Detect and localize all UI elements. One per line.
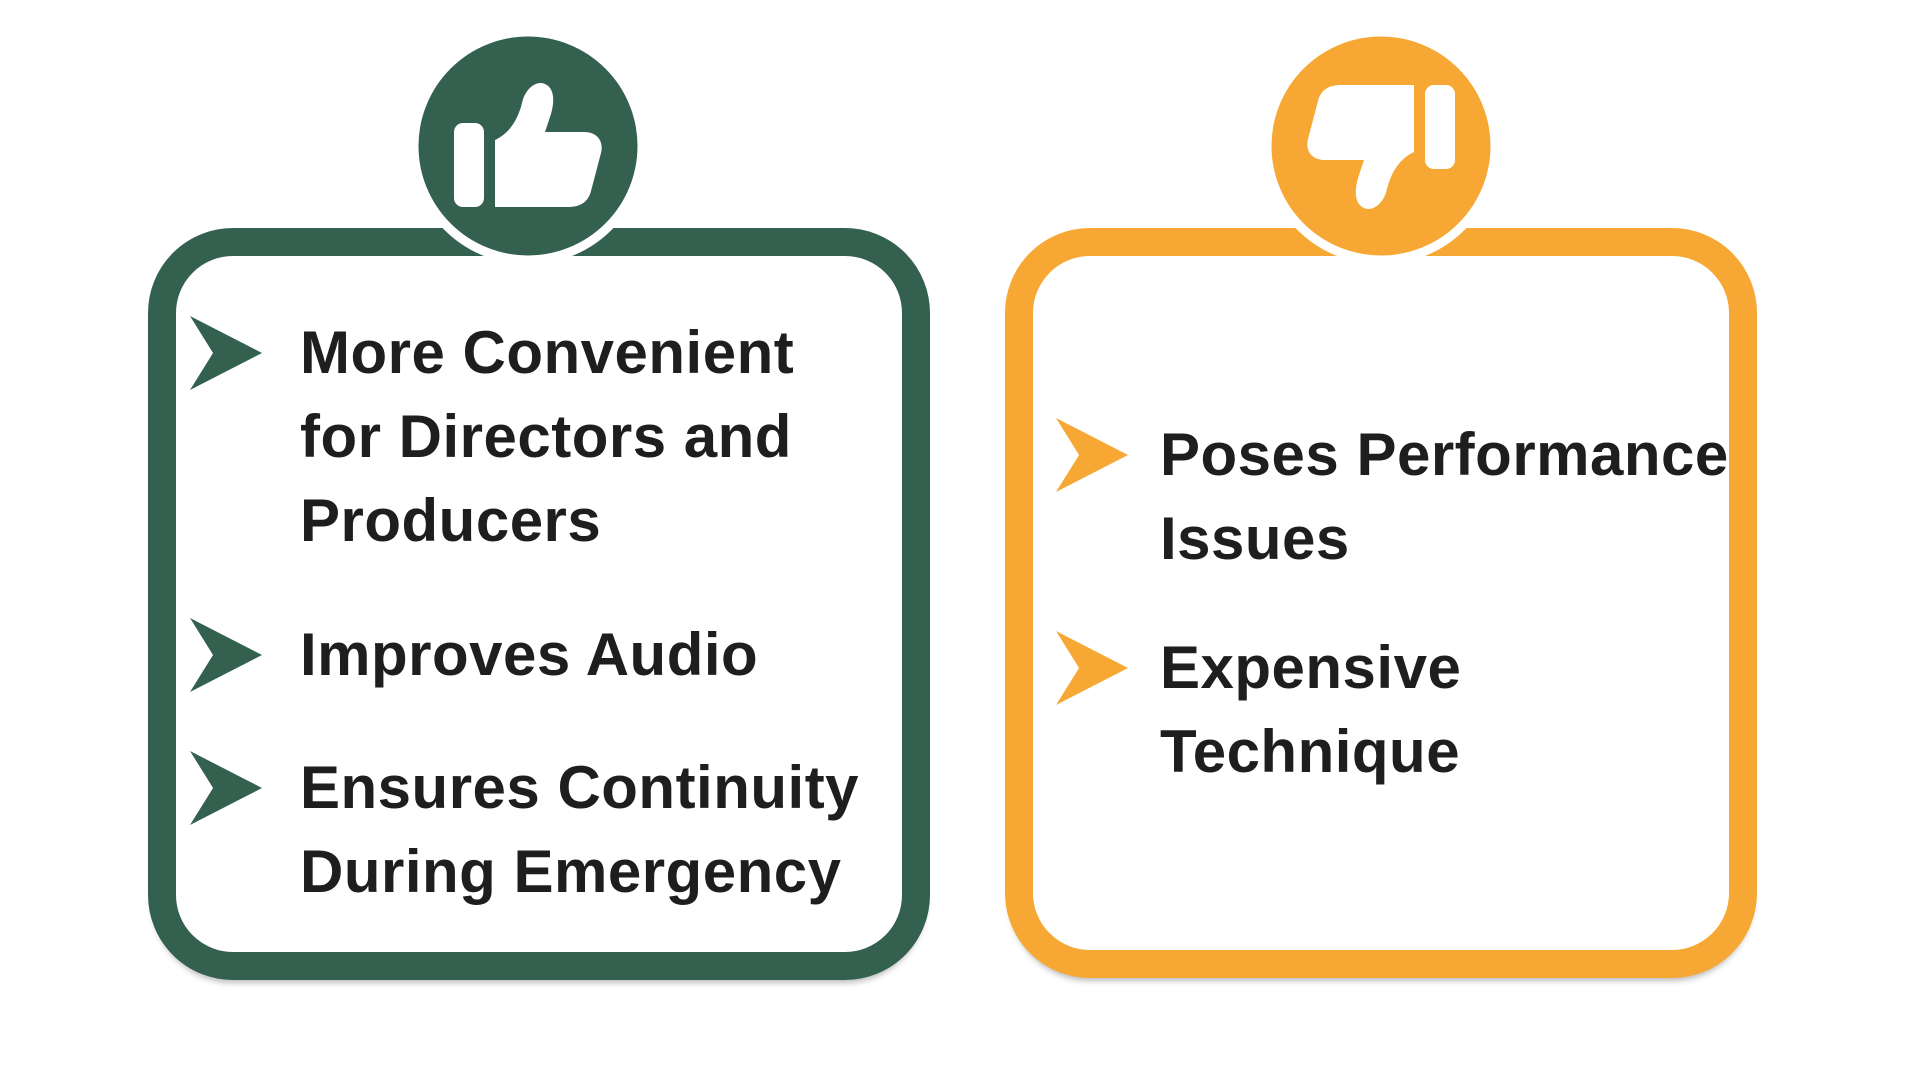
arrow-bullet-icon — [1056, 631, 1128, 705]
thumbs-down-badge — [1251, 16, 1511, 276]
list-item-text: Improves Audio — [300, 613, 758, 697]
arrow-bullet-icon — [190, 618, 262, 692]
list-item-text: More Convenient for Directors and Produc… — [300, 311, 794, 563]
item-line: Poses Performance — [1160, 421, 1729, 488]
list-item: More Convenient for Directors and Produc… — [190, 311, 794, 563]
item-line: Expensive — [1160, 634, 1462, 701]
item-line: Technique — [1160, 718, 1461, 785]
item-line: More Convenient — [300, 319, 795, 386]
item-line: Improves Audio — [300, 621, 759, 688]
list-item: Expensive Technique — [1056, 626, 1461, 794]
item-line: During Emergency — [300, 838, 842, 905]
item-line: Issues — [1160, 505, 1350, 572]
item-line: for Directors and — [300, 403, 792, 470]
arrow-bullet-icon — [190, 316, 262, 390]
list-item: Improves Audio — [190, 613, 758, 697]
list-item-text: Expensive Technique — [1160, 626, 1461, 794]
item-line: Producers — [300, 487, 602, 554]
list-item-text: Ensures Continuity During Emergency — [300, 746, 859, 914]
thumbs-up-icon — [409, 27, 647, 265]
list-item: Ensures Continuity During Emergency — [190, 746, 859, 914]
arrow-bullet-icon — [190, 751, 262, 825]
arrow-bullet-icon — [1056, 418, 1128, 492]
thumbs-up-badge — [398, 16, 658, 276]
thumbs-down-icon — [1262, 27, 1500, 265]
pros-card: More Convenient for Directors and Produc… — [148, 228, 930, 980]
list-item: Poses Performance Issues — [1056, 413, 1729, 581]
cons-card: Poses Performance Issues Expensive Techn… — [1005, 228, 1757, 978]
item-line: Ensures Continuity — [300, 754, 860, 821]
list-item-text: Poses Performance Issues — [1160, 413, 1729, 581]
